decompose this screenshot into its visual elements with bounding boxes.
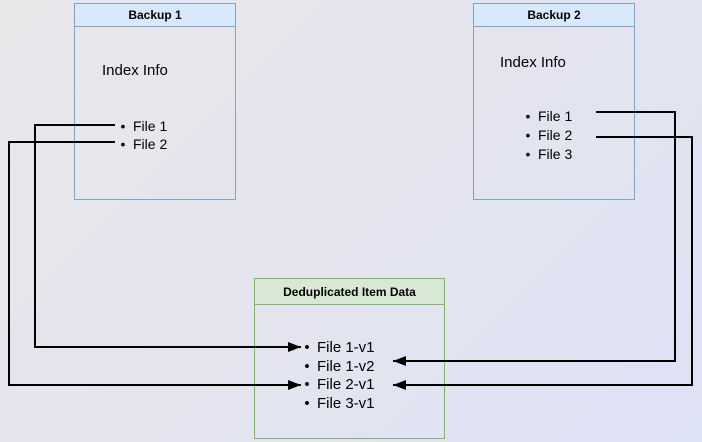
backup2-index-info-label: Index Info xyxy=(500,54,566,71)
backup2-file2-label: File 2 xyxy=(538,127,573,143)
bullet-icon: • xyxy=(525,146,531,162)
bullet-icon: • xyxy=(525,127,531,143)
backup1-file1-label: File 1 xyxy=(133,118,168,134)
backup2-header: Backup 2 xyxy=(474,4,634,27)
dedup-file3v1-item: • File 3-v1 xyxy=(297,394,375,414)
backup1-title: Backup 1 xyxy=(128,8,182,22)
dedup-file3v1-label: File 3-v1 xyxy=(317,394,375,412)
backup2-file3-label: File 3 xyxy=(538,146,573,162)
bullet-icon: • xyxy=(120,118,126,134)
backup1-header: Backup 1 xyxy=(75,4,235,27)
backup2-box: Backup 2 xyxy=(473,3,635,200)
backup2-file3-item: • File 3 xyxy=(518,145,573,163)
backup2-file1-label: File 1 xyxy=(538,108,573,124)
dedup-title: Deduplicated Item Data xyxy=(283,284,416,299)
dedup-header: Deduplicated Item Data xyxy=(255,279,444,305)
backup2-file1-item: • File 1 xyxy=(518,107,573,125)
backup1-file1-item: • File 1 xyxy=(113,117,168,135)
dedup-file1v1-item: • File 1-v1 xyxy=(297,339,375,358)
dedup-file1v2-label: File 1-v2 xyxy=(317,357,375,375)
bullet-icon: • xyxy=(304,339,310,356)
dedup-file1v1-label: File 1-v1 xyxy=(317,339,375,356)
bullet-icon: • xyxy=(304,357,310,375)
dedup-file2v1-label: File 2-v1 xyxy=(317,376,375,393)
dedup-file1v2-item: • File 1-v2 xyxy=(297,357,375,377)
bullet-icon: • xyxy=(304,394,310,412)
backup1-index-info-label: Index Info xyxy=(102,62,168,79)
backup1-file2-item: • File 2 xyxy=(113,135,168,153)
bullet-icon: • xyxy=(120,136,126,152)
backup1-box: Backup 1 xyxy=(74,3,236,200)
dedup-file2v1-item: • File 2-v1 xyxy=(297,376,375,395)
backup2-title: Backup 2 xyxy=(527,8,581,22)
backup1-file2-label: File 2 xyxy=(133,136,168,152)
bullet-icon: • xyxy=(304,376,310,393)
bullet-icon: • xyxy=(525,108,531,124)
backup2-file2-item: • File 2 xyxy=(518,126,573,144)
